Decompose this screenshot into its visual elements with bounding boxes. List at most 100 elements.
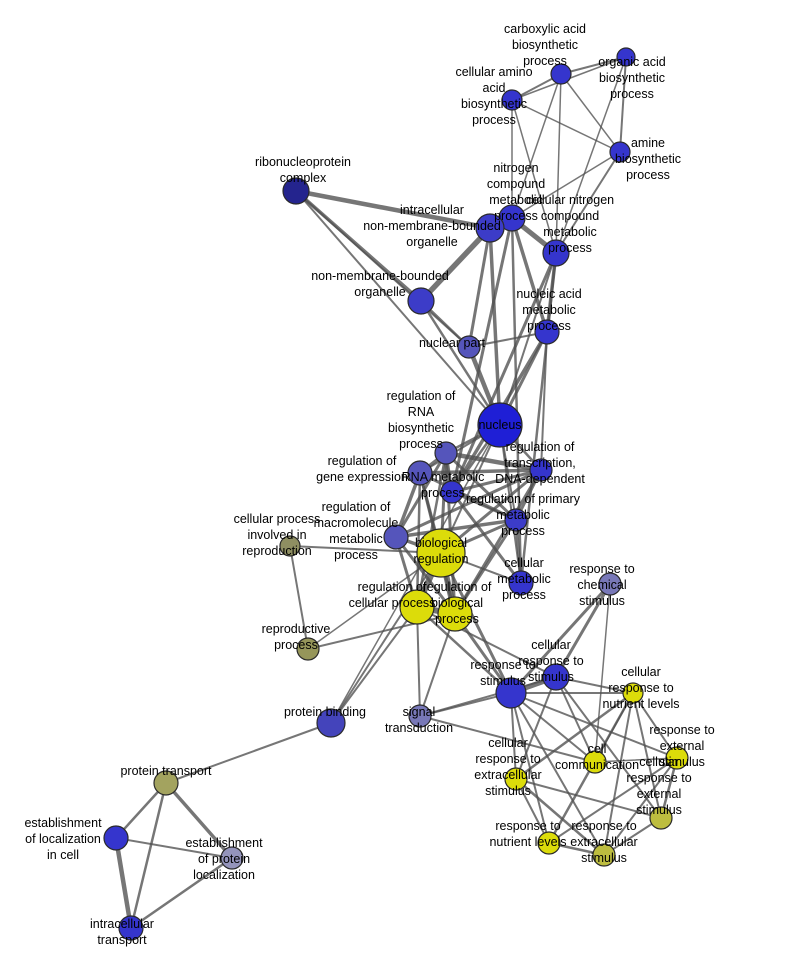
node-rnutr[interactable]: [537, 831, 561, 855]
edge-rnamet-cellmet: [450, 490, 523, 585]
node-nacid[interactable]: [534, 319, 560, 345]
node-iorg[interactable]: [475, 213, 505, 243]
edge-regrna-regtx: [443, 450, 544, 473]
node-npart[interactable]: [457, 335, 481, 359]
edge-crstim-crextern: [555, 676, 662, 819]
node-regcell[interactable]: [399, 589, 435, 625]
node-cellmet[interactable]: [508, 570, 534, 596]
edge-org-amine: [619, 56, 627, 153]
node-ribo[interactable]: [282, 177, 310, 205]
edge-rstim-regcell: [415, 605, 513, 695]
edge-crext-crextern: [515, 778, 662, 819]
node-amino[interactable]: [501, 89, 523, 111]
node-bioreg[interactable]: [416, 528, 466, 578]
edge-rnutr-rext: [548, 757, 678, 844]
node-pbind[interactable]: [316, 708, 346, 738]
node-rnamet[interactable]: [440, 480, 464, 504]
node-amine[interactable]: [609, 141, 631, 163]
node-respchem[interactable]: [598, 572, 622, 596]
edge-carb-cnitro: [555, 73, 562, 254]
node-ptrans[interactable]: [153, 770, 179, 796]
node-repro[interactable]: [296, 637, 320, 661]
edge-nacid-regtx: [540, 331, 548, 471]
node-signal[interactable]: [408, 704, 432, 728]
edge-signal-ccomm: [419, 715, 596, 763]
node-estloc[interactable]: [103, 825, 129, 851]
edge-crstim-ccomm: [555, 676, 596, 763]
node-layer: [103, 47, 689, 941]
edge-regprim-regmac: [394, 518, 518, 539]
edge-rnutr-crext: [515, 778, 550, 844]
edge-amine-cnitro: [555, 151, 621, 254]
edge-iorg-npart: [467, 226, 492, 349]
node-org[interactable]: [616, 47, 636, 67]
node-crstim[interactable]: [542, 663, 570, 691]
edge-estloc-itrans: [113, 835, 134, 931]
edge-cnitro-cellmet: [519, 251, 558, 585]
edge-pbind-bioreg: [330, 552, 442, 724]
node-rstim[interactable]: [495, 677, 527, 709]
node-nmorg[interactable]: [407, 287, 435, 315]
node-crnutr[interactable]: [622, 682, 644, 704]
edge-nmorg-nucleus: [419, 299, 502, 427]
edge-cnitro-rnamet: [450, 251, 558, 494]
edge-signal-regbio: [419, 613, 456, 717]
edge-crstim-crext: [515, 676, 557, 780]
node-regprim[interactable]: [504, 508, 528, 532]
node-crextern[interactable]: [649, 806, 673, 830]
node-rext[interactable]: [665, 746, 689, 770]
edge-estprot-itrans: [129, 856, 234, 930]
node-nucleus[interactable]: [477, 402, 523, 448]
edge-crnutr-rextra: [603, 692, 634, 856]
edge-carb-nitro: [511, 73, 562, 219]
edge-nitro-nacid: [510, 216, 549, 334]
edge-rstim-rextra: [510, 692, 605, 856]
node-crext[interactable]: [504, 767, 528, 791]
edge-rstim-ccomm: [510, 692, 596, 763]
edge-ccomm-respchem: [594, 583, 611, 763]
node-regmac[interactable]: [383, 524, 409, 550]
node-rextra[interactable]: [592, 843, 616, 867]
node-ccomm[interactable]: [583, 750, 607, 774]
node-label-nucleus: nucleus: [478, 418, 521, 432]
node-cnitro[interactable]: [542, 239, 570, 267]
node-regbio[interactable]: [437, 596, 473, 632]
node-cpr[interactable]: [279, 535, 301, 557]
edge-pbind-regcell: [330, 606, 418, 724]
node-carb[interactable]: [550, 63, 572, 85]
node-estprot[interactable]: [220, 846, 244, 870]
edge-layer: [113, 56, 679, 931]
node-itrans[interactable]: [118, 915, 144, 941]
edge-regtx-rnamet: [450, 468, 543, 494]
edge-rextra-rext: [603, 757, 678, 856]
edge-rstim-rext: [510, 692, 678, 759]
node-regtx[interactable]: [529, 458, 553, 482]
edge-ptrans-itrans: [129, 781, 168, 930]
node-regrna[interactable]: [434, 441, 458, 465]
node-reggene[interactable]: [407, 460, 433, 486]
